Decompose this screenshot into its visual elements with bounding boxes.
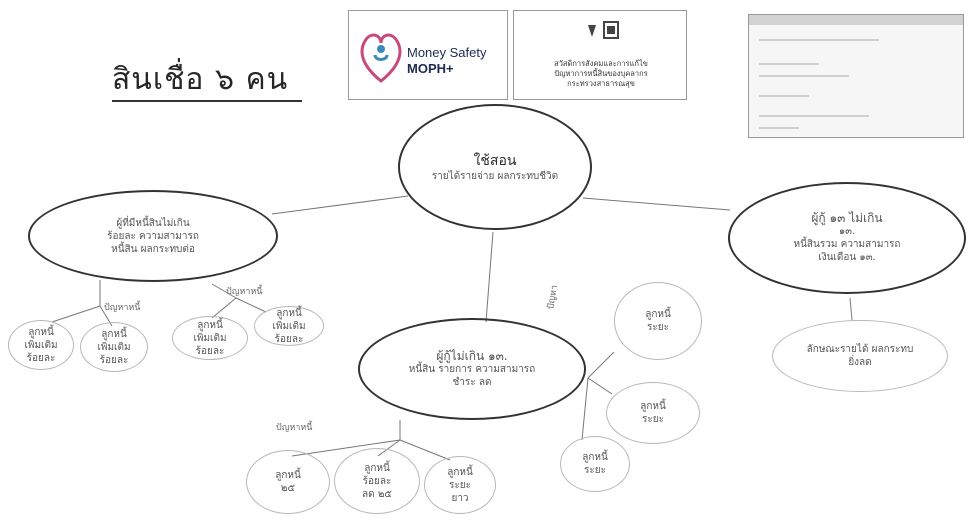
leaf-line: ๒๕ [280, 483, 296, 494]
bottom-right-leaf-node: ลูกหนี้ ระยะ [606, 382, 700, 444]
leaf-line: ลูกหนี้ [582, 452, 608, 463]
leaf-line: ระยะ [642, 414, 664, 425]
office-logo: สวัสดิการสังคมและการแก้ไข ปัญหาการหนี้สิ… [513, 10, 687, 100]
leaf-line: ร้อยละ [274, 333, 304, 345]
left-leaf-node: ลูกหนี้ เพิ่มเติม ร้อยละ [8, 320, 74, 370]
bottom-leaf-node: ลูกหนี้ ระยะ ยาว [424, 456, 496, 514]
leaf-line: ลูกหนี้ [101, 328, 127, 340]
bottom-line3: ชำระ ลด [452, 376, 492, 388]
bottom-line2: หนี้สิน รายการ ความสามารถ [408, 363, 536, 375]
left-line1: ผู้ที่มีหนี้สินไม่เกิน [116, 217, 190, 229]
leaf-line: ลูกหนี้ [275, 470, 301, 481]
logo-line1: Money Safety [407, 45, 487, 60]
thumb-line [759, 63, 819, 65]
leaf-line: ลูกหนี้ [197, 319, 223, 331]
leaf-line: เพิ่มเติม [193, 332, 227, 344]
leaf-line: ร้อยละ [362, 475, 392, 487]
right-child-line2: ยิ่งลด [848, 357, 872, 368]
thumb-line [759, 115, 869, 117]
thumb-line [759, 127, 799, 129]
bottom-right-leaf-node: ลูกหนี้ ระยะ [614, 282, 702, 360]
leaf-line: ลูกหนี้ [645, 309, 671, 320]
leaf-line: ระยะ [449, 479, 471, 491]
logo-line2: MOPH+ [407, 61, 454, 76]
thumb-line [759, 39, 879, 41]
left-line2: ร้อยละ ความสามารถ [107, 230, 199, 242]
bottom-leaf-node: ลูกหนี้ ร้อยละ ลด ๒๕ [334, 448, 420, 514]
thumb-line [759, 95, 809, 97]
emblem-icon [588, 21, 619, 39]
heart-shield-icon [360, 33, 402, 83]
left-leaf-node: ลูกหนี้ เพิ่มเติม ร้อยละ [172, 316, 248, 360]
leaf-line: ร้อยละ [26, 352, 56, 364]
left-branch-label-2: ปัญหาหนี้ [226, 287, 263, 297]
page-title: สินเชื่อ ๖ คน [112, 62, 289, 97]
left-leaf-node: ลูกหนี้ เพิ่มเติม ร้อยละ [80, 322, 148, 372]
leaf-line: ลูกหนี้ [276, 307, 302, 319]
thumb-header-bar [749, 15, 963, 25]
left-line3: หนี้สิน ผลกระทบต่อ [111, 243, 195, 255]
title-underline [112, 100, 302, 102]
center-sub: รายได้รายจ่าย ผลกระทบชีวิต [431, 170, 559, 182]
left-branch-label-1: ปัญหาหนี้ [104, 303, 141, 313]
center-label: ใช้สอน [473, 152, 517, 169]
right-line1: ผู้กู้ ๑๓ ไม่เกิน [811, 211, 883, 225]
leaf-line: ระยะ [584, 465, 606, 476]
leaf-line: ร้อยละ [195, 345, 225, 357]
office-line3: กระทรวงสาธารณสุข [567, 79, 635, 88]
leaf-line: ลูกหนี้ [28, 326, 54, 338]
leaf-line: ลด ๒๕ [362, 488, 392, 500]
left-leaf-node: ลูกหนี้ เพิ่มเติม ร้อยละ [254, 306, 324, 346]
right-line2: ๑๓. [838, 226, 856, 237]
document-thumbnail [748, 14, 964, 138]
leaf-line: ลูกหนี้ [640, 401, 666, 412]
bottom-leaf-node: ลูกหนี้ ๒๕ [246, 450, 330, 514]
office-line1: สวัสดิการสังคมและการแก้ไข [554, 59, 648, 68]
right-line4: เงินเดือน ๑๓. [818, 252, 876, 263]
leaf-line: ยาว [451, 492, 469, 504]
leaf-line: ร้อยละ [99, 354, 129, 366]
right-line3: หนี้สินรวม ความสามารถ [793, 239, 901, 250]
right-child-line1: ลักษณะรายได้ ผลกระทบ [806, 344, 914, 355]
leaf-line: ลูกหนี้ [447, 466, 473, 478]
leaf-line: เพิ่มเติม [272, 320, 306, 332]
bottom-node: ผู้กู้ไม่เกิน ๑๓. หนี้สิน รายการ ความสาม… [358, 318, 586, 420]
office-line2: ปัญหาการหนี้สินของบุคลากร [554, 69, 648, 78]
bottom-right-leaf-node: ลูกหนี้ ระยะ [560, 436, 630, 492]
center-node: ใช้สอน รายได้รายจ่าย ผลกระทบชีวิต [398, 104, 592, 230]
thumb-line [759, 75, 849, 77]
leaf-line: ระยะ [647, 322, 669, 333]
right-node: ผู้กู้ ๑๓ ไม่เกิน ๑๓. หนี้สินรวม ความสาม… [728, 182, 966, 294]
left-node: ผู้ที่มีหนี้สินไม่เกิน ร้อยละ ความสามารถ… [28, 190, 278, 282]
leaf-line: เพิ่มเติม [97, 341, 131, 353]
leaf-line: เพิ่มเติม [24, 339, 58, 351]
leaf-line: ลูกหนี้ [364, 462, 390, 474]
right-child-node: ลักษณะรายได้ ผลกระทบ ยิ่งลด [772, 320, 948, 392]
money-safety-logo: Money Safety MOPH+ [348, 10, 508, 100]
bottom-branch-label: ปัญหาหนี้ [276, 423, 313, 433]
bottom-line1: ผู้กู้ไม่เกิน ๑๓. [436, 348, 508, 363]
